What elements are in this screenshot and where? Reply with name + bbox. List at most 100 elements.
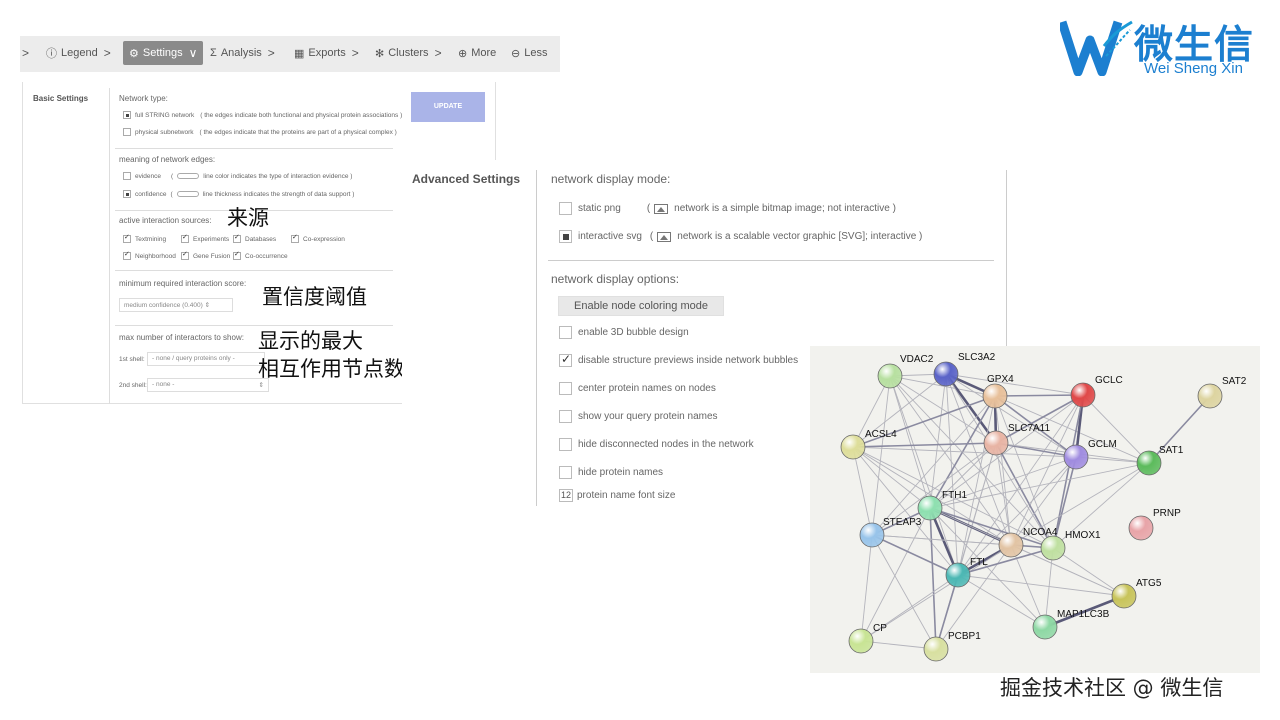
edge-vdac2-acsl4[interactable] (852, 375, 891, 448)
tab-exports[interactable]: ▦ Exports > (294, 41, 359, 65)
tab-back[interactable]: > (22, 41, 29, 65)
edge-sat1-fth1[interactable] (929, 462, 1150, 509)
node-bubble[interactable] (1111, 583, 1137, 609)
edge-ftl-pcbp1[interactable] (935, 574, 959, 650)
edge-steap3-cp[interactable] (860, 534, 873, 642)
edge-slc3a2-ncoa4[interactable] (945, 373, 1012, 546)
tab-legend[interactable]: ⓘ Legend > (46, 41, 111, 65)
font-size-input[interactable]: 12 (559, 489, 573, 502)
tab-more[interactable]: ⊕ More (458, 41, 496, 65)
edge-slc7a11-gclm[interactable] (995, 442, 1077, 458)
node-ncoa4[interactable]: NCOA4 (998, 527, 1058, 558)
source-databases[interactable]: Databases (233, 233, 276, 243)
node-bubble[interactable] (1063, 444, 1089, 470)
edge-vdac2-hmox1[interactable] (889, 375, 1054, 549)
edge-ncoa4-pcbp1[interactable] (935, 544, 1012, 650)
evidence-option[interactable]: evidence ( line color indicates the type… (123, 172, 352, 180)
checkbox-icon[interactable] (181, 233, 189, 243)
node-bubble[interactable] (1197, 383, 1223, 409)
checkbox-icon[interactable] (181, 250, 189, 260)
node-map1lc3b[interactable]: MAP1LC3B (1032, 609, 1110, 640)
checkbox-icon[interactable] (559, 352, 572, 367)
edge-sat2-sat1[interactable] (1148, 395, 1211, 464)
edge-steap3-pcbp1[interactable] (871, 534, 937, 650)
edge-gpx4-acsl4[interactable] (852, 395, 996, 448)
enable-node-coloring-button[interactable]: Enable node coloring mode (558, 296, 724, 316)
node-sat1[interactable]: SAT1 (1136, 445, 1184, 476)
checkbox-icon[interactable] (559, 382, 572, 395)
node-vdac2[interactable]: VDAC2 (877, 354, 934, 389)
node-cp[interactable]: CP (848, 623, 887, 654)
node-bubble[interactable] (998, 532, 1024, 558)
edge-gclm-fth1[interactable] (929, 456, 1077, 509)
edge-vdac2-slc7a11[interactable] (889, 375, 997, 444)
edge-slc7a11-ncoa4[interactable] (995, 442, 1012, 546)
node-ftl[interactable]: FTL (945, 557, 988, 588)
checkbox-icon[interactable] (559, 326, 572, 339)
edge-gpx4-ncoa4[interactable] (994, 395, 1012, 546)
node-gclc[interactable]: GCLC (1070, 375, 1123, 408)
edge-slc3a2-fth1[interactable] (929, 373, 947, 509)
edge-gclc-sat1[interactable] (1082, 394, 1150, 464)
node-bubble[interactable] (945, 562, 971, 588)
edge-slc3a2-gclc[interactable] (945, 373, 1084, 396)
edge-hmox1-ftl[interactable] (957, 547, 1054, 576)
radio-icon[interactable] (123, 128, 131, 136)
edge-sat1-hmox1[interactable] (1052, 462, 1150, 549)
checkbox-icon[interactable] (233, 250, 241, 260)
interactive-svg-option[interactable]: interactive svg (network is a scalable v… (559, 230, 922, 243)
node-pcbp1[interactable]: PCBP1 (923, 631, 981, 662)
shell2-select[interactable]: - none - ⇕ (147, 378, 269, 392)
tab-less[interactable]: ⊖ Less (511, 41, 547, 65)
edge-gclm-hmox1[interactable] (1052, 456, 1077, 549)
node-atg5[interactable]: ATG5 (1111, 578, 1162, 609)
update-button[interactable]: UPDATE (411, 92, 485, 122)
checkbox-icon[interactable] (291, 233, 299, 243)
edge-acsl4-fth1[interactable] (852, 446, 931, 509)
static-png-option[interactable]: static png (network is a simple bitmap i… (559, 202, 896, 215)
edge-atg5-map1lc3b[interactable] (1044, 594, 1125, 629)
checkbox-icon[interactable] (233, 233, 241, 243)
edge-acsl4-steap3[interactable] (852, 446, 873, 536)
edge-pcbp1-cp[interactable] (860, 640, 937, 650)
node-bubble[interactable] (1136, 450, 1162, 476)
edge-fth1-pcbp1[interactable] (929, 507, 937, 650)
node-sat2[interactable]: SAT2 (1197, 376, 1247, 409)
edge-gclm-ftl[interactable] (957, 456, 1077, 576)
edge-vdac2-fth1[interactable] (889, 375, 931, 509)
checkbox-icon[interactable] (123, 233, 131, 243)
edge-gclc-fth1[interactable] (929, 394, 1084, 509)
edge-ncoa4-atg5[interactable] (1010, 544, 1125, 597)
edge-gpx4-steap3[interactable] (871, 395, 996, 536)
source-gene-fusion[interactable]: Gene Fusion (181, 250, 230, 260)
edge-slc7a11-steap3[interactable] (871, 442, 997, 536)
edge-gpx4-sat1[interactable] (994, 395, 1150, 464)
checkbox-icon[interactable] (559, 438, 572, 451)
source-coexpression[interactable]: Co-expression (291, 233, 345, 243)
edge-fth1-hmox1[interactable] (929, 507, 1054, 549)
checkbox-icon[interactable] (559, 466, 572, 479)
edge-gclc-ftl[interactable] (957, 394, 1084, 576)
node-hmox1[interactable]: HMOX1 (1040, 530, 1101, 561)
checkbox-icon[interactable] (559, 410, 572, 423)
node-bubble[interactable] (859, 522, 885, 548)
option-center-names[interactable]: center protein names on nodes (559, 382, 716, 395)
node-bubble[interactable] (848, 628, 874, 654)
node-gpx4[interactable]: GPX4 (982, 374, 1014, 409)
node-bubble[interactable] (877, 363, 903, 389)
radio-icon[interactable] (123, 172, 131, 180)
edge-vdac2-steap3[interactable] (871, 375, 891, 536)
node-bubble[interactable] (840, 434, 866, 460)
option-show-query-names[interactable]: show your query protein names (559, 410, 718, 423)
edge-vdac2-gpx4[interactable] (889, 375, 996, 397)
node-slc7a11[interactable]: SLC7A11 (983, 423, 1051, 456)
edge-gpx4-ftl[interactable] (957, 395, 996, 576)
edge-acsl4-gclm[interactable] (852, 446, 1077, 458)
edge-ftl-cp[interactable] (860, 574, 959, 642)
node-bubble[interactable] (917, 495, 943, 521)
edge-slc3a2-gclm[interactable] (945, 373, 1077, 458)
edge-hmox1-atg5[interactable] (1052, 547, 1125, 597)
edge-gpx4-gclm[interactable] (994, 395, 1077, 458)
node-bubble[interactable] (1032, 614, 1058, 640)
